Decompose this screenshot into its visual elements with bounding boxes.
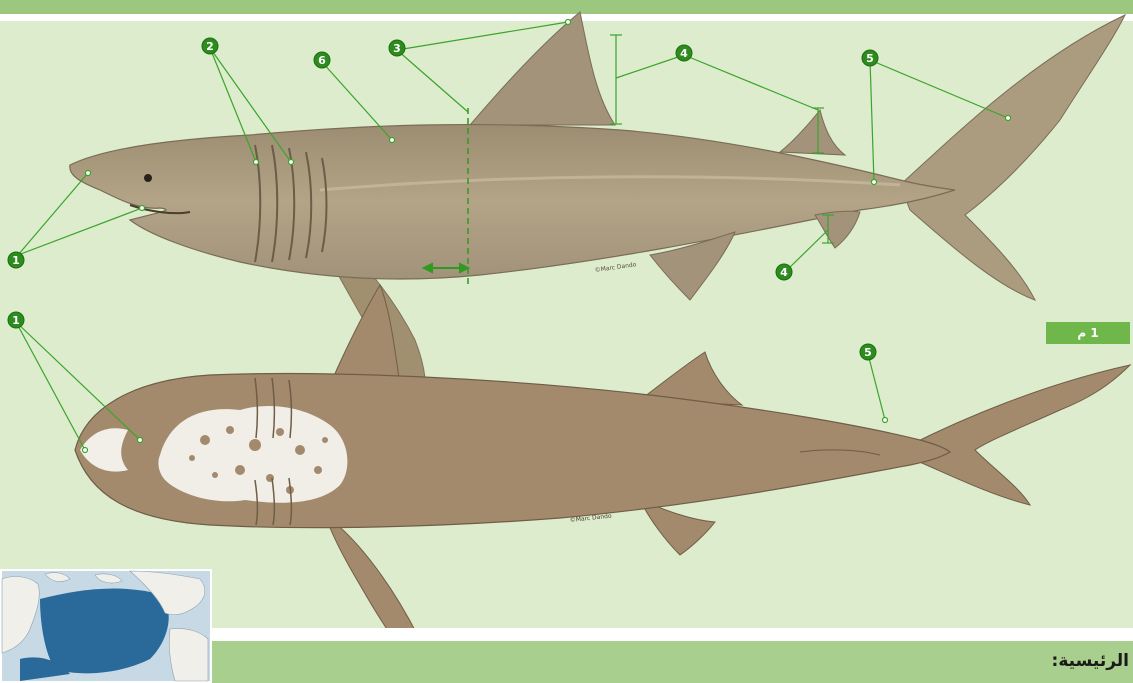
- callout-4-bottom: 4: [776, 264, 792, 280]
- caudal-fin: [900, 15, 1125, 300]
- white-patch: [158, 406, 347, 503]
- watermark-side: ©Marc Dando: [594, 261, 637, 274]
- shark-ventral-view: ©Marc Dando: [75, 285, 1130, 680]
- svg-text:4: 4: [780, 266, 788, 279]
- callout-2: 2: [202, 38, 218, 54]
- svg-text:2: 2: [206, 40, 214, 53]
- callout-3: 3: [389, 40, 405, 56]
- distribution-map: [0, 569, 212, 683]
- second-dorsal-fin: [780, 110, 845, 155]
- anal-fin: [815, 211, 860, 248]
- svg-text:1: 1: [12, 254, 20, 267]
- section-heading: الرئيسية:: [1052, 651, 1129, 671]
- callout-5-top: 5: [862, 50, 878, 66]
- svg-text:5: 5: [864, 346, 872, 359]
- svg-text:6: 6: [318, 54, 326, 67]
- caudal-fin-ventral: [910, 365, 1130, 505]
- callout-1-bottom: 1: [8, 312, 24, 328]
- shark-side-view: ©Marc Dando: [70, 12, 1125, 405]
- callout-4-top: 4: [676, 45, 692, 61]
- callout-6: 6: [314, 52, 330, 68]
- scale-bar: 1 م: [1046, 322, 1130, 344]
- svg-text:1: 1: [12, 314, 20, 327]
- callout-5-bottom: 5: [860, 344, 876, 360]
- dorsal-fin: [470, 12, 615, 125]
- svg-text:5: 5: [866, 52, 874, 65]
- callout-1-top: 1: [8, 252, 24, 268]
- eye: [144, 174, 152, 182]
- svg-text:3: 3: [393, 42, 401, 55]
- svg-text:4: 4: [680, 47, 688, 60]
